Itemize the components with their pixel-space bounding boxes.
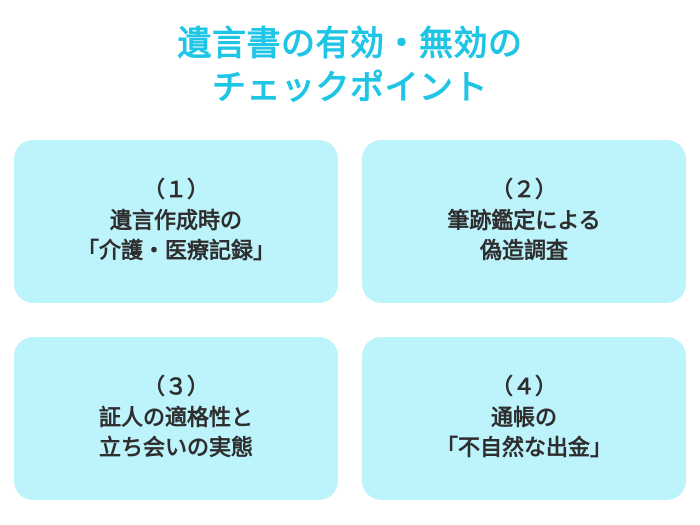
checkpoint-card-1: （１） 遺言作成時の 「介護・医療記録」 xyxy=(14,140,338,303)
checkpoint-card-4-line-1: 通帳の xyxy=(490,404,557,430)
checkpoint-card-3-line-1: 証人の適格性と xyxy=(98,404,253,430)
checkpoint-card-2-line-2: 偽造調査 xyxy=(479,237,568,263)
page-title-line-1: 遺言書の有効・無効の xyxy=(177,25,523,63)
checkpoint-card-1-line-1: 遺言作成時の xyxy=(109,207,242,233)
checkpoint-card-2-number: （２） xyxy=(490,176,557,202)
page-title-line-2: チェックポイント xyxy=(212,69,488,107)
checkpoint-card-3-line-2: 立ち会いの実態 xyxy=(98,434,253,460)
checkpoint-card-1-number: （１） xyxy=(142,176,209,202)
checkpoint-card-4: （４） 通帳の 「不自然な出金」 xyxy=(362,337,686,500)
checkpoint-card-2: （２） 筆跡鑑定による 偽造調査 xyxy=(362,140,686,303)
checkpoint-card-4-number: （４） xyxy=(490,373,557,399)
page-title: 遺言書の有効・無効の チェックポイント xyxy=(0,22,700,110)
checkpoint-card-1-line-2: 「介護・医療記録」 xyxy=(76,237,275,263)
checkpoint-card-3-number: （３） xyxy=(142,373,209,399)
checkpoint-card-grid: （１） 遺言作成時の 「介護・医療記録」 （２） 筆跡鑑定による 偽造調査 （３… xyxy=(14,140,686,500)
checkpoint-card-2-line-1: 筆跡鑑定による xyxy=(447,207,601,233)
checkpoint-card-3: （３） 証人の適格性と 立ち会いの実態 xyxy=(14,337,338,500)
checkpoint-card-4-line-2: 「不自然な出金」 xyxy=(435,434,612,460)
